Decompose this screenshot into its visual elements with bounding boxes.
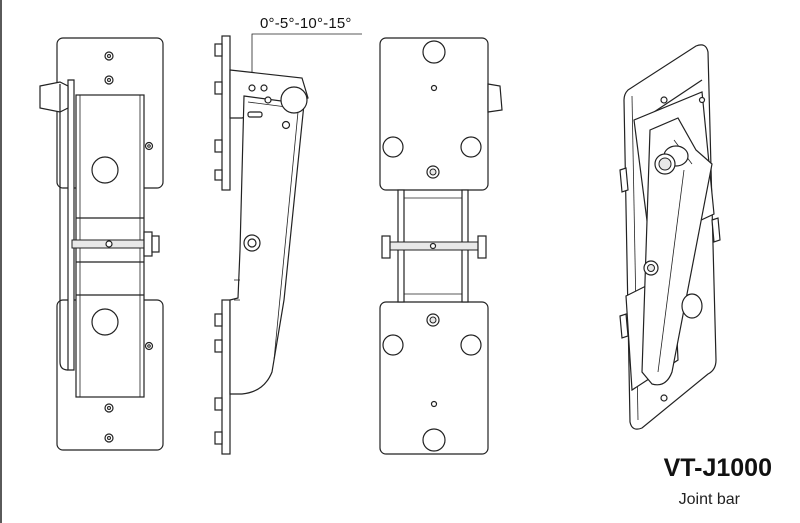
back-lower-plate <box>379 301 489 455</box>
angle-adjustment-label: 0°-5°-10°-15° <box>260 15 352 32</box>
isometric-view <box>619 44 721 430</box>
side-lower-plate <box>221 299 231 455</box>
front-handle <box>39 81 69 113</box>
side-arm <box>229 95 305 395</box>
model-title: VT-J1000 <box>663 454 772 482</box>
side-pivot-knob <box>280 86 308 114</box>
front-hole-upper <box>91 156 119 184</box>
front-axle <box>71 239 155 249</box>
back-view <box>379 37 503 455</box>
model-subtitle: Joint bar <box>678 491 740 508</box>
back-handle <box>487 83 503 113</box>
side-view <box>214 33 362 455</box>
iso-arm <box>641 117 713 386</box>
back-upper-plate <box>379 37 489 191</box>
front-hole-lower <box>91 308 119 336</box>
side-upper-plate <box>221 35 231 191</box>
front-view <box>39 37 164 451</box>
